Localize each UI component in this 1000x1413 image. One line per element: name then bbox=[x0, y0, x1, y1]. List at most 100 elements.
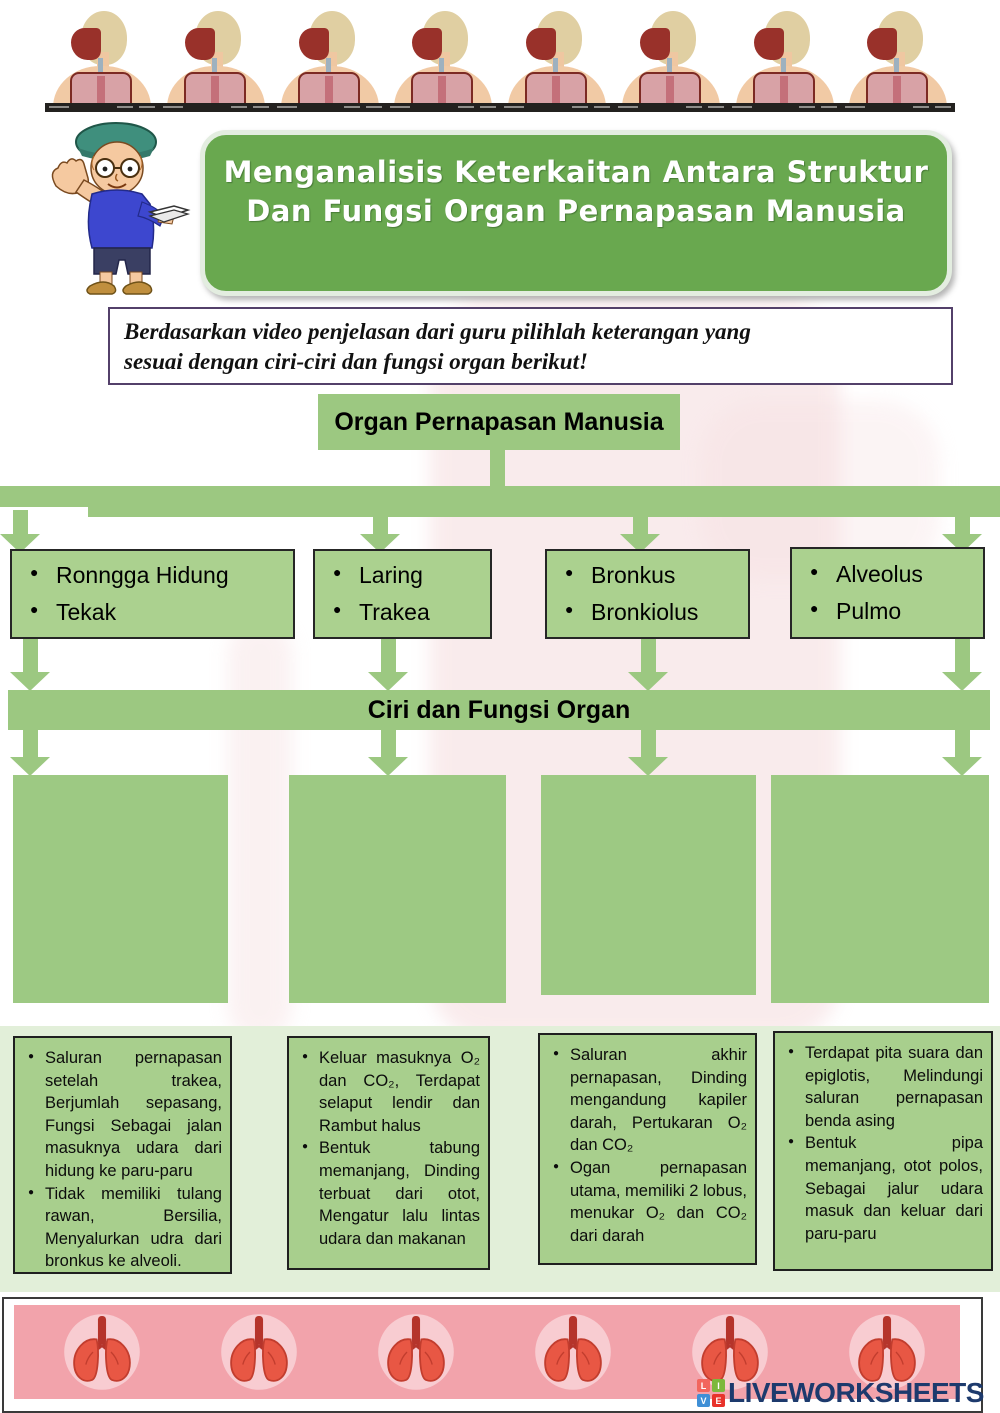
lungs-icon bbox=[849, 1314, 925, 1390]
footer-image-frame bbox=[2, 1297, 983, 1413]
description-bullet: Saluran akhir pernapasan, Dinding mengan… bbox=[553, 1044, 747, 1157]
liveworksheets-logo: L I V E LIVEWORKSHEETS bbox=[697, 1375, 984, 1411]
anatomy-tile bbox=[613, 8, 728, 112]
mediastinum-shape bbox=[893, 76, 902, 106]
flow-arrow-down bbox=[368, 638, 408, 691]
anatomy-tile bbox=[727, 8, 842, 112]
description-bullet: Bentuk tabung memanjang, Dinding terbuat… bbox=[302, 1137, 480, 1250]
liveworksheets-grid-icon: L I V E bbox=[697, 1379, 725, 1407]
logo-block-e: E bbox=[712, 1394, 725, 1407]
logo-block-l: L bbox=[697, 1379, 710, 1392]
mediastinum-shape bbox=[665, 76, 674, 106]
flow-arrow-down bbox=[0, 510, 40, 553]
mediastinum-shape bbox=[552, 76, 560, 106]
trachea-shape bbox=[211, 58, 217, 78]
watermark-bar bbox=[841, 103, 955, 112]
answer-drop-zone-4[interactable] bbox=[771, 775, 989, 1003]
anatomy-tile bbox=[45, 8, 159, 112]
watermark-bar bbox=[500, 103, 614, 112]
organ-item: Pulmo bbox=[806, 593, 923, 630]
trachea-shape bbox=[98, 58, 103, 78]
description-bullet: Saluran pernapasan setelah trakea, Berju… bbox=[28, 1047, 222, 1183]
flow-arrow-down bbox=[368, 729, 408, 776]
lungs-icon bbox=[221, 1314, 297, 1390]
flow-arrow-down bbox=[942, 638, 982, 691]
answer-drop-zone-2[interactable] bbox=[289, 775, 506, 1003]
lungs-icon bbox=[535, 1314, 611, 1390]
description-bullet: Ogan pernapasan utama, memiliki 2 lobus,… bbox=[553, 1157, 747, 1247]
description-card-4[interactable]: Terdapat pita suara dan epiglotis, Melin… bbox=[773, 1031, 993, 1271]
answer-drop-zone-1[interactable] bbox=[13, 775, 228, 1003]
nasal-cavity-shape bbox=[639, 28, 670, 60]
flow-arrow-down bbox=[628, 638, 668, 691]
watermark-bar bbox=[272, 103, 387, 112]
flow-bar-horizontal bbox=[88, 507, 1000, 517]
anatomy-image-strip bbox=[45, 8, 955, 112]
flow-arrow-down bbox=[620, 510, 660, 553]
title-line-1: Menganalisis Keterkaitan Antara Struktur bbox=[223, 155, 929, 189]
description-bullet: Tidak memiliki tulang rawan, Bersilia, M… bbox=[28, 1183, 222, 1273]
watermark-bar bbox=[613, 103, 728, 112]
logo-block-i: I bbox=[712, 1379, 725, 1392]
organ-item: Bronkus bbox=[561, 557, 698, 594]
trachea-shape bbox=[780, 58, 786, 78]
description-card-2[interactable]: Keluar masuknya O₂ dan CO₂, Terdapat sel… bbox=[287, 1036, 490, 1270]
organ-item: Alveolus bbox=[806, 556, 923, 593]
organ-box-laring-trakea: Laring Trakea bbox=[313, 549, 492, 639]
title-line-2: Dan Fungsi Organ Pernapasan Manusia bbox=[246, 194, 906, 229]
organ-item: Laring bbox=[329, 557, 430, 594]
flow-arrow-down bbox=[942, 729, 982, 776]
lungs-icon bbox=[692, 1314, 768, 1390]
answer-drop-zone-3[interactable] bbox=[541, 775, 756, 995]
liveworksheets-wordmark: LIVEWORKSHEETS bbox=[728, 1377, 984, 1408]
faint-anatomy-background bbox=[228, 620, 292, 1040]
trachea-shape bbox=[894, 58, 900, 78]
anatomy-tile bbox=[158, 8, 273, 112]
organ-item: Ronngga Hidung bbox=[26, 557, 229, 594]
nasal-cavity-shape bbox=[753, 28, 784, 60]
cartoon-boy-mascot bbox=[51, 122, 191, 295]
ciri-dan-fungsi-bar: Ciri dan Fungsi Organ bbox=[8, 690, 990, 730]
watermark-bar bbox=[158, 103, 273, 112]
nasal-cavity-shape bbox=[71, 28, 101, 60]
mediastinum-shape bbox=[97, 76, 105, 106]
description-card-1[interactable]: Saluran pernapasan setelah trakea, Berju… bbox=[13, 1036, 232, 1274]
organ-item: Tekak bbox=[26, 594, 229, 631]
nasal-cavity-shape bbox=[412, 28, 443, 60]
instruction-line-2: sesuai dengan ciri-ciri dan fungsi organ… bbox=[124, 348, 588, 374]
mediastinum-shape bbox=[210, 76, 219, 106]
nasal-cavity-shape bbox=[184, 28, 215, 60]
anatomy-tile bbox=[500, 8, 614, 112]
watermark-bar bbox=[386, 103, 500, 112]
flow-bar-horizontal bbox=[0, 486, 1000, 507]
anatomy-tile bbox=[386, 8, 500, 112]
flow-arrow-down bbox=[360, 510, 400, 553]
logo-block-v: V bbox=[697, 1394, 710, 1407]
instruction-line-1: Berdasarkan video penjelasan dari guru p… bbox=[124, 319, 751, 344]
nasal-cavity-shape bbox=[867, 28, 898, 60]
ciri-dan-fungsi-label: Ciri dan Fungsi Organ bbox=[367, 695, 631, 724]
nasal-cavity-shape bbox=[298, 28, 329, 60]
mediastinum-shape bbox=[779, 76, 788, 106]
organ-box-bronkus-bronkiolus: Bronkus Bronkiolus bbox=[545, 549, 750, 639]
trachea-shape bbox=[553, 58, 558, 78]
anatomy-tile bbox=[272, 8, 387, 112]
trachea-shape bbox=[439, 58, 445, 78]
organ-item: Bronkiolus bbox=[561, 594, 698, 631]
title-banner: Menganalisis Keterkaitan Antara Struktur… bbox=[200, 130, 952, 296]
mediastinum-shape bbox=[324, 76, 333, 106]
footer-pink-band bbox=[14, 1305, 960, 1399]
description-bullet: Keluar masuknya O₂ dan CO₂, Terdapat sel… bbox=[302, 1047, 480, 1137]
description-bullet: Bentuk pipa memanjang, otot polos, Sebag… bbox=[788, 1132, 983, 1245]
flow-arrow-down bbox=[10, 638, 50, 691]
instruction-box: Berdasarkan video penjelasan dari guru p… bbox=[108, 307, 953, 385]
trachea-shape bbox=[666, 58, 672, 78]
trachea-shape bbox=[325, 58, 331, 78]
flowchart-root-label: Organ Pernapasan Manusia bbox=[334, 407, 664, 436]
lungs-icon bbox=[378, 1314, 454, 1390]
description-bullet: Terdapat pita suara dan epiglotis, Melin… bbox=[788, 1042, 983, 1132]
watermark-bar bbox=[727, 103, 842, 112]
flow-arrow-down bbox=[628, 729, 668, 776]
description-card-3[interactable]: Saluran akhir pernapasan, Dinding mengan… bbox=[538, 1033, 757, 1265]
